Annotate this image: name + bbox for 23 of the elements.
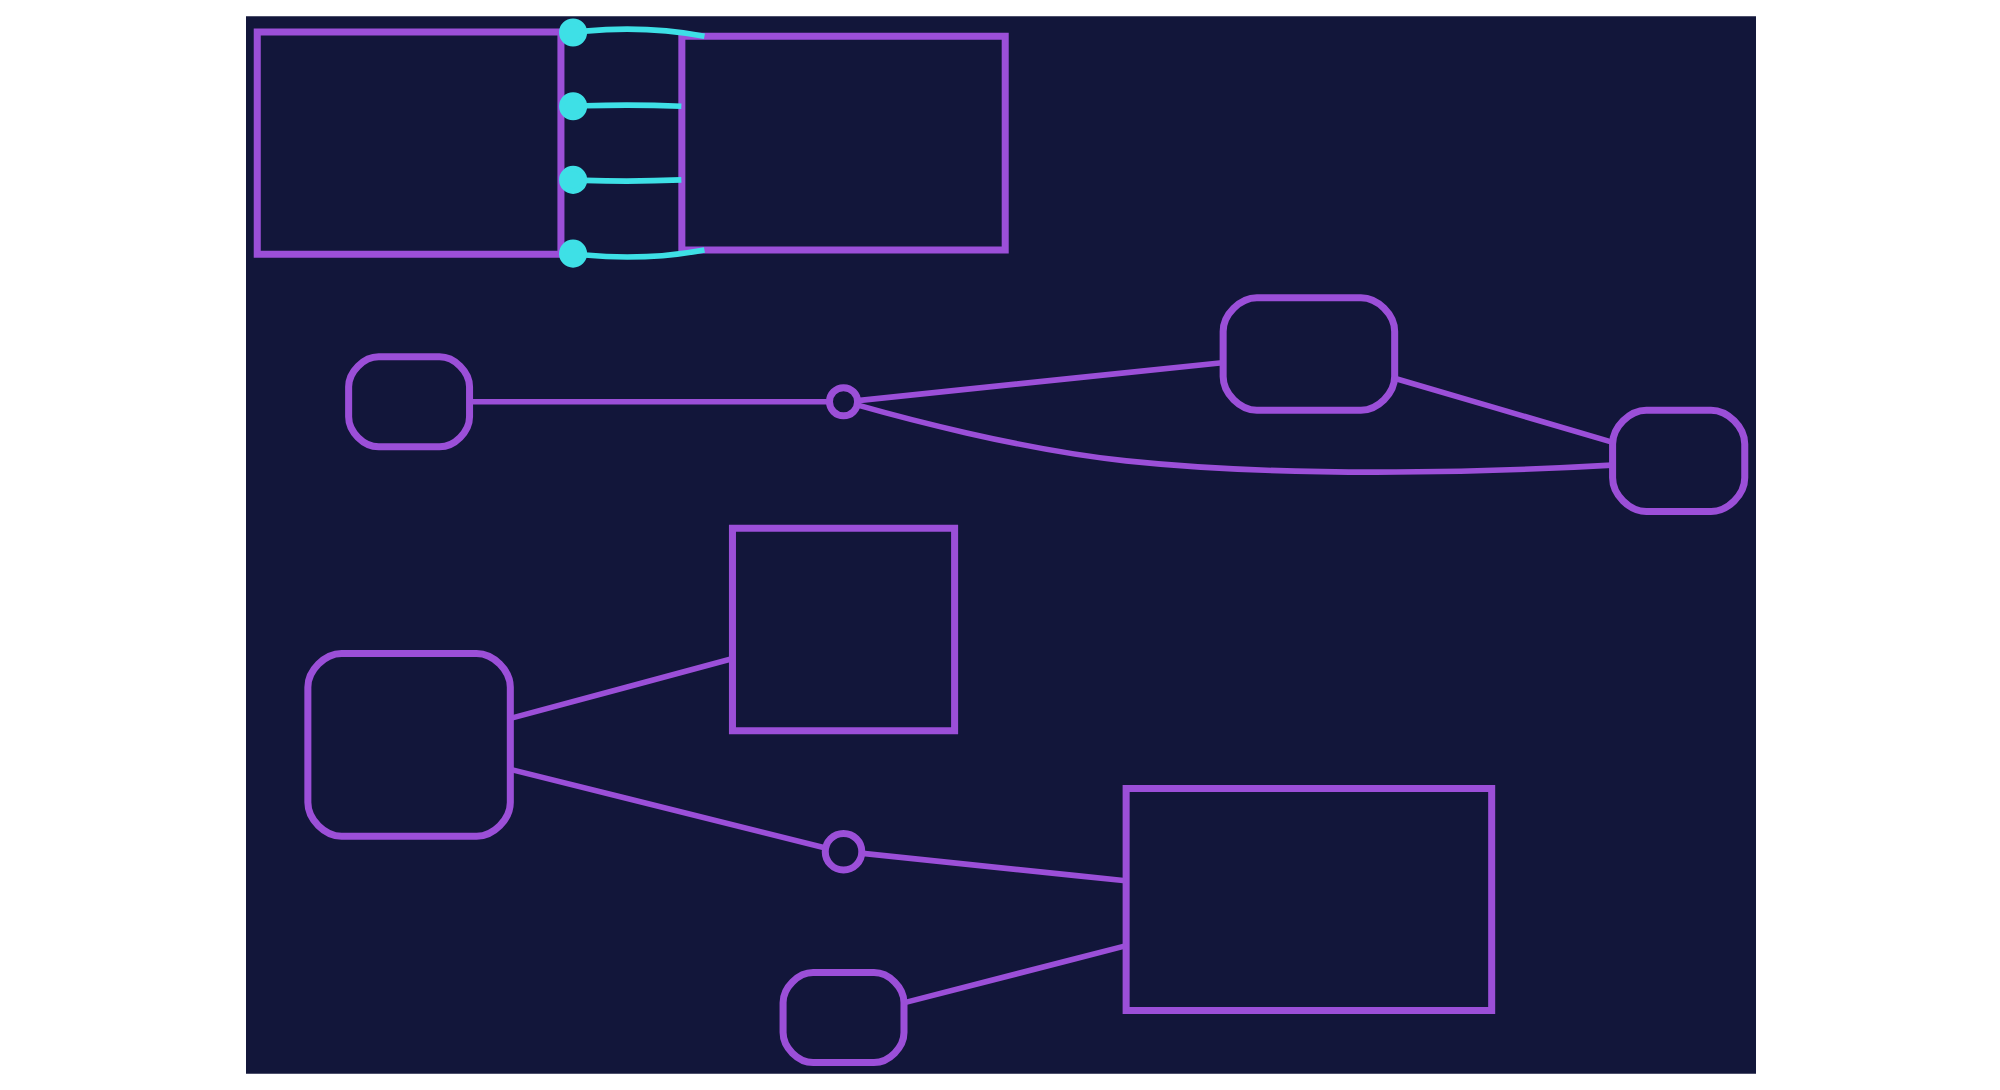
node-circle [824,384,861,420]
connector [509,656,732,721]
node-box [1121,784,1495,1015]
connector [856,402,1612,475]
node-box [1218,294,1398,414]
connector [468,399,828,405]
node-box [303,649,513,840]
connector [902,943,1126,1006]
connector [509,766,826,851]
node-box [252,28,564,258]
connector [558,165,681,194]
node-circle [820,829,865,874]
connector [856,359,1222,404]
node-box [727,524,958,735]
connector [861,850,1125,884]
connector [558,18,704,47]
node-box [1608,406,1748,515]
connector [558,92,681,121]
node-box [677,32,1008,254]
node-box [344,353,473,451]
connector [558,239,704,268]
node-box [778,969,907,1067]
connector [1393,375,1612,445]
